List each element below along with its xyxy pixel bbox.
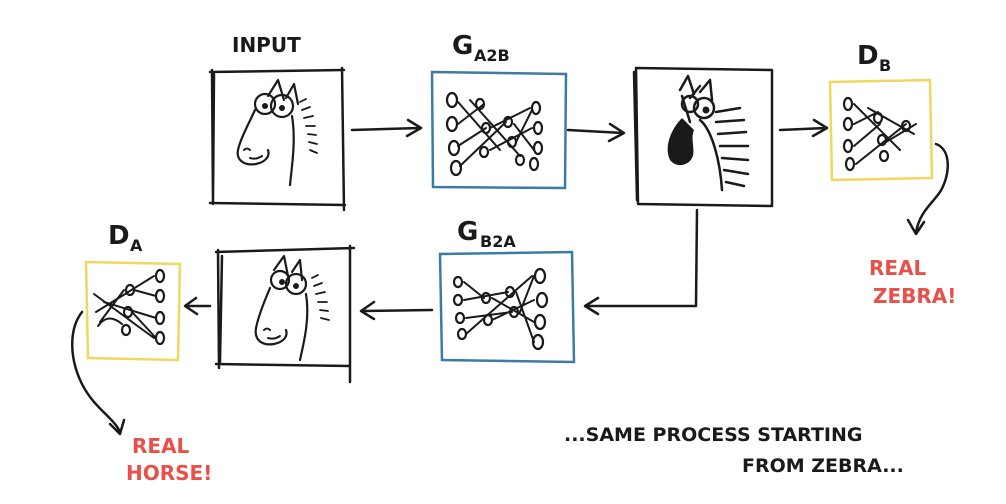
network-icon: [445, 91, 544, 177]
g-b2a-title: G B2A: [457, 217, 516, 251]
fake-zebra-panel: [632, 66, 774, 208]
arrow-input-to-gen: [350, 118, 423, 138]
generator-a2b-panel: [430, 70, 568, 190]
verdict-zebra-line2: ZEBRA!: [873, 284, 956, 308]
verdict-horse-line2: HORSE!: [126, 461, 212, 485]
discriminator-a-panel: [84, 260, 182, 362]
generator-b2a-panel: [438, 250, 576, 364]
arrow-gen-to-zebra: [566, 122, 626, 143]
network-icon: [452, 267, 549, 351]
arrow-zebra-to-disc: [778, 118, 829, 138]
network-icon: [93, 268, 166, 346]
svg-text:D: D: [857, 41, 879, 71]
arrow-zebra-to-gen-b2a: [583, 208, 699, 316]
verdict-horse-line1: REAL: [132, 434, 190, 458]
d-b-title: D B: [857, 41, 891, 75]
svg-text:A: A: [130, 236, 143, 255]
arrow-horse-to-disc-a: [183, 296, 212, 316]
svg-text:G: G: [452, 31, 473, 61]
svg-text:D: D: [108, 221, 130, 251]
zebra-icon: [667, 74, 750, 192]
note-line2: FROM ZEBRA...: [742, 455, 904, 477]
network-icon: [842, 96, 917, 172]
g-a2b-title: G A2B: [452, 31, 510, 65]
input-label: INPUT: [232, 33, 301, 57]
verdict-zebra-line1: REAL: [869, 256, 927, 280]
svg-text:B2A: B2A: [480, 232, 516, 251]
discriminator-b-panel: [828, 78, 934, 182]
input-horse-panel: [208, 66, 347, 212]
svg-text:A2B: A2B: [474, 46, 510, 65]
svg-text:B: B: [879, 56, 891, 75]
arrow-disc-a-to-verdict: [71, 310, 126, 436]
arrow-disc-b-to-verdict: [906, 142, 949, 236]
d-a-title: D A: [108, 221, 143, 255]
arrow-gen-b2a-to-horse: [359, 300, 434, 321]
note-line1: ...SAME PROCESS STARTING: [564, 424, 862, 446]
horse-icon: [254, 254, 330, 362]
horse-icon: [236, 78, 318, 187]
svg-text:G: G: [457, 217, 478, 247]
reconstructed-horse-panel: [214, 244, 356, 384]
